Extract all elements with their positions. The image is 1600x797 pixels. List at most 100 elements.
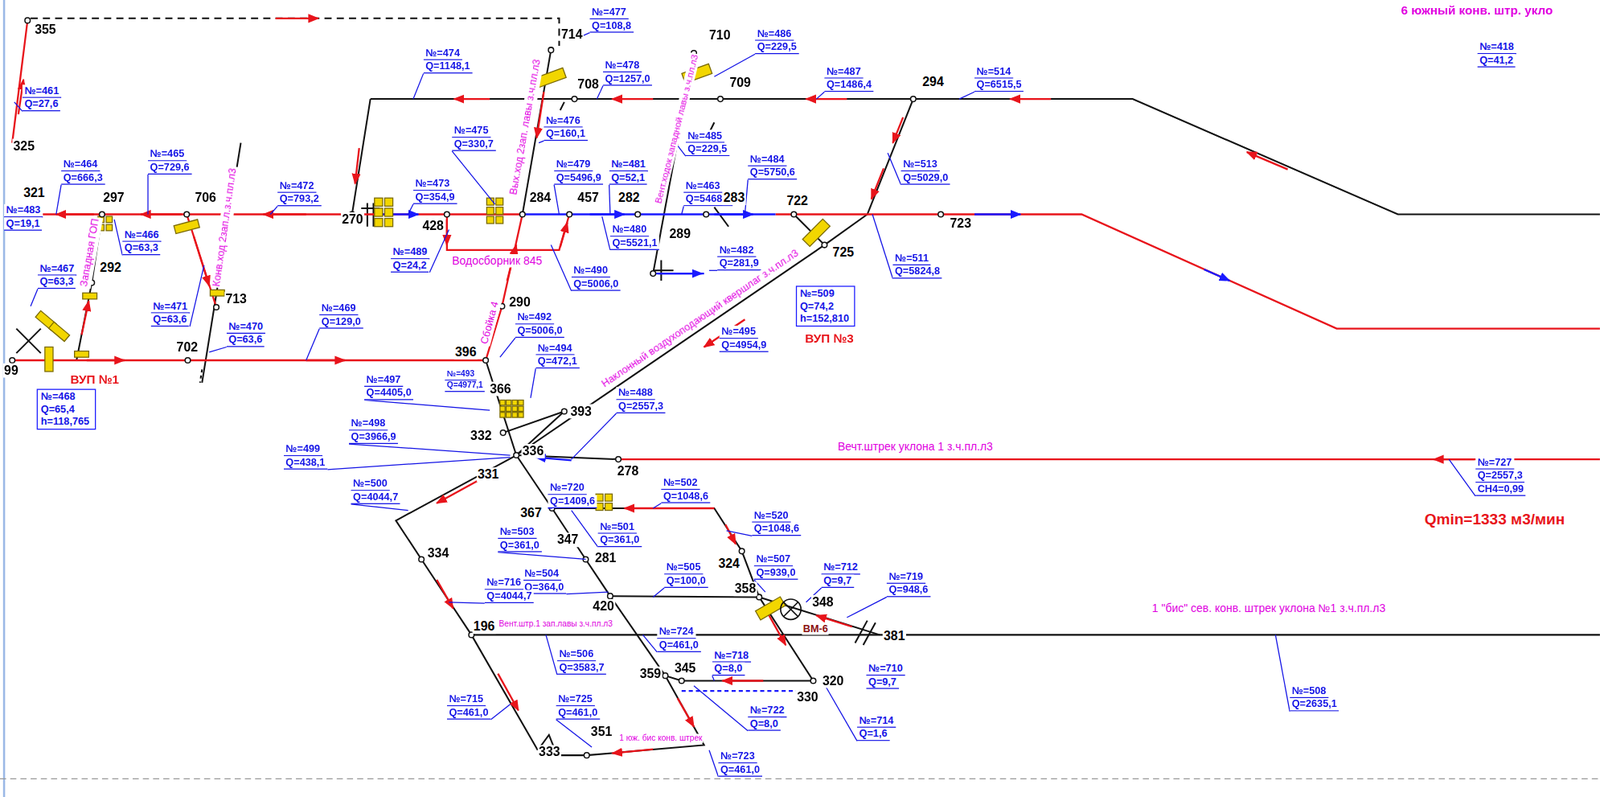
leader-line (1275, 634, 1290, 711)
airflow-value: №=715 (447, 693, 486, 706)
parameter-value: Q=74,2 (800, 299, 834, 312)
airflow-value: №=465 (147, 147, 187, 161)
airflow-label: №=479Q=5496,9 (553, 158, 604, 185)
airflow-value: №=470 (226, 320, 266, 333)
airflow-value: Q=281,9 (717, 257, 761, 271)
airflow-label: №=727Q=2557,3CH4=0,99 (1475, 455, 1527, 496)
airflow-value: №=497 (364, 373, 403, 386)
airflow-label: №=718Q=8,0 (712, 648, 751, 676)
airflow-value: №=720 (548, 481, 587, 495)
airflow-label: №=497Q=4405,0 (364, 373, 414, 400)
airflow-value: №=511 (892, 251, 931, 265)
airflow-label: №=520Q=1048,6 (751, 508, 801, 536)
leader-line (351, 504, 409, 511)
leader-line (530, 368, 536, 398)
frame-line (3, 0, 6, 797)
airflow-value: №=494 (535, 341, 575, 355)
junction-number: 297 (102, 190, 126, 206)
airflow-label: №=505Q=100,0 (664, 561, 708, 588)
junction-point (9, 17, 944, 758)
leader-line (556, 719, 592, 747)
airflow-label: №=489Q=24,2 (390, 246, 430, 273)
leader-line (822, 680, 858, 741)
airflow-value: Q=729,6 (147, 161, 192, 175)
airflow-value: Q=108,8 (590, 19, 634, 33)
leader-line (550, 245, 571, 292)
leader-line (306, 328, 320, 361)
airflow-value: №=710 (865, 662, 905, 676)
airflow-label: №=725Q=461,0 (556, 693, 600, 720)
airflow-value: №=472 (277, 179, 316, 193)
airflow-value: №=489 (390, 246, 430, 259)
leader-line (602, 216, 611, 251)
airflow-value: Q=2635,1 (1289, 697, 1339, 711)
leader-line (429, 229, 449, 273)
parameter-value: h=118,765 (41, 415, 90, 428)
airflow-value: Q=8,0 (712, 662, 745, 676)
airflow-label: №=492Q=5006,0 (515, 311, 565, 338)
airflow-label: №=418Q=41,2 (1477, 41, 1517, 68)
airflow-value: Q=4044,7 (484, 590, 534, 604)
airflow-value: Q=4977,1 (444, 380, 485, 392)
parameter-value: №=468 (41, 390, 76, 403)
airflow-value: Q=438,1 (283, 455, 328, 469)
leader-line (693, 685, 748, 731)
junction-number: 347 (556, 532, 580, 547)
airflow-label: №=495Q=4954,9 (719, 325, 769, 353)
leader-line (451, 151, 495, 205)
working-name: Конв.ход 2зап.л.з.ч.пл.л3 (210, 166, 239, 289)
junction-number: 289 (668, 226, 692, 242)
airflow-value: №=498 (348, 417, 388, 431)
airflow-value: Q=52,1 (609, 171, 648, 185)
airflow-value: №=712 (821, 561, 861, 575)
working-name: Наклонный воздухоподающий квершлаг з.ч.п… (598, 246, 802, 391)
junction-number: 334 (426, 545, 450, 561)
airflow-label: №=498Q=3966,9 (348, 417, 398, 444)
airflow-value: Q=472,1 (535, 355, 579, 369)
leader-line (553, 184, 559, 215)
airflow-value: №=714 (857, 713, 896, 727)
airflow-value: Q=129,0 (319, 315, 363, 329)
airflow-label: №=715Q=461,0 (447, 693, 491, 720)
airflow-label: №=475Q=330,7 (451, 124, 496, 152)
air-direction-arrow (375, 214, 1230, 461)
airflow-label: №=716Q=4044,7 (484, 576, 534, 604)
junction-number: 292 (98, 260, 123, 275)
working-name: 1 юж. бис конв. штрек (618, 733, 704, 743)
airflow-value: №=463 (683, 179, 723, 193)
junction-number: 282 (617, 190, 641, 206)
airflow-value: №=723 (717, 750, 757, 764)
airflow-label: №=484Q=5750,6 (747, 152, 797, 180)
airflow-label: №=494Q=472,1 (535, 341, 579, 369)
airflow-value: №=716 (484, 576, 524, 590)
airflow-label: №=724Q=461,0 (656, 625, 701, 653)
junction-number: 420 (591, 598, 616, 614)
leader-line (56, 184, 62, 215)
airflow-value: №=482 (717, 243, 756, 257)
airflow-value: Q=666,3 (61, 171, 105, 185)
airflow-label: №=712Q=9,7 (821, 561, 861, 588)
airflow-value: Q=1,6 (857, 727, 890, 741)
airflow-value: Q=27,6 (22, 98, 61, 111)
junction-number: 324 (717, 556, 741, 571)
airflow-label: №=485Q=229,5 (685, 129, 730, 156)
leader-line (545, 634, 558, 674)
airflow-label: №=461Q=27,6 (22, 84, 62, 111)
airflow-value: №=725 (556, 693, 595, 706)
warning-note: Qmin=1333 м3/мин (1423, 510, 1566, 529)
airflow-label: №=471Q=63,6 (151, 299, 190, 327)
airflow-value: №=418 (1477, 41, 1517, 54)
airflow-label: №=469Q=129,0 (319, 302, 363, 329)
airflow-value: №=727 (1475, 455, 1514, 469)
junction-number: 290 (508, 295, 532, 310)
junction-number: 702 (175, 340, 199, 355)
airflow-value: №=507 (754, 553, 793, 567)
leader-line (887, 152, 901, 185)
leader-line (189, 265, 205, 327)
leader-line (14, 102, 23, 111)
airflow-label: №=472Q=793,2 (277, 179, 321, 206)
airflow-value: Q=160,1 (543, 127, 587, 141)
airflow-label: №=480Q=5521,1 (610, 223, 660, 251)
working-name: Западная ГОП (77, 216, 103, 288)
airflow-label: №=481Q=52,1 (609, 158, 649, 185)
